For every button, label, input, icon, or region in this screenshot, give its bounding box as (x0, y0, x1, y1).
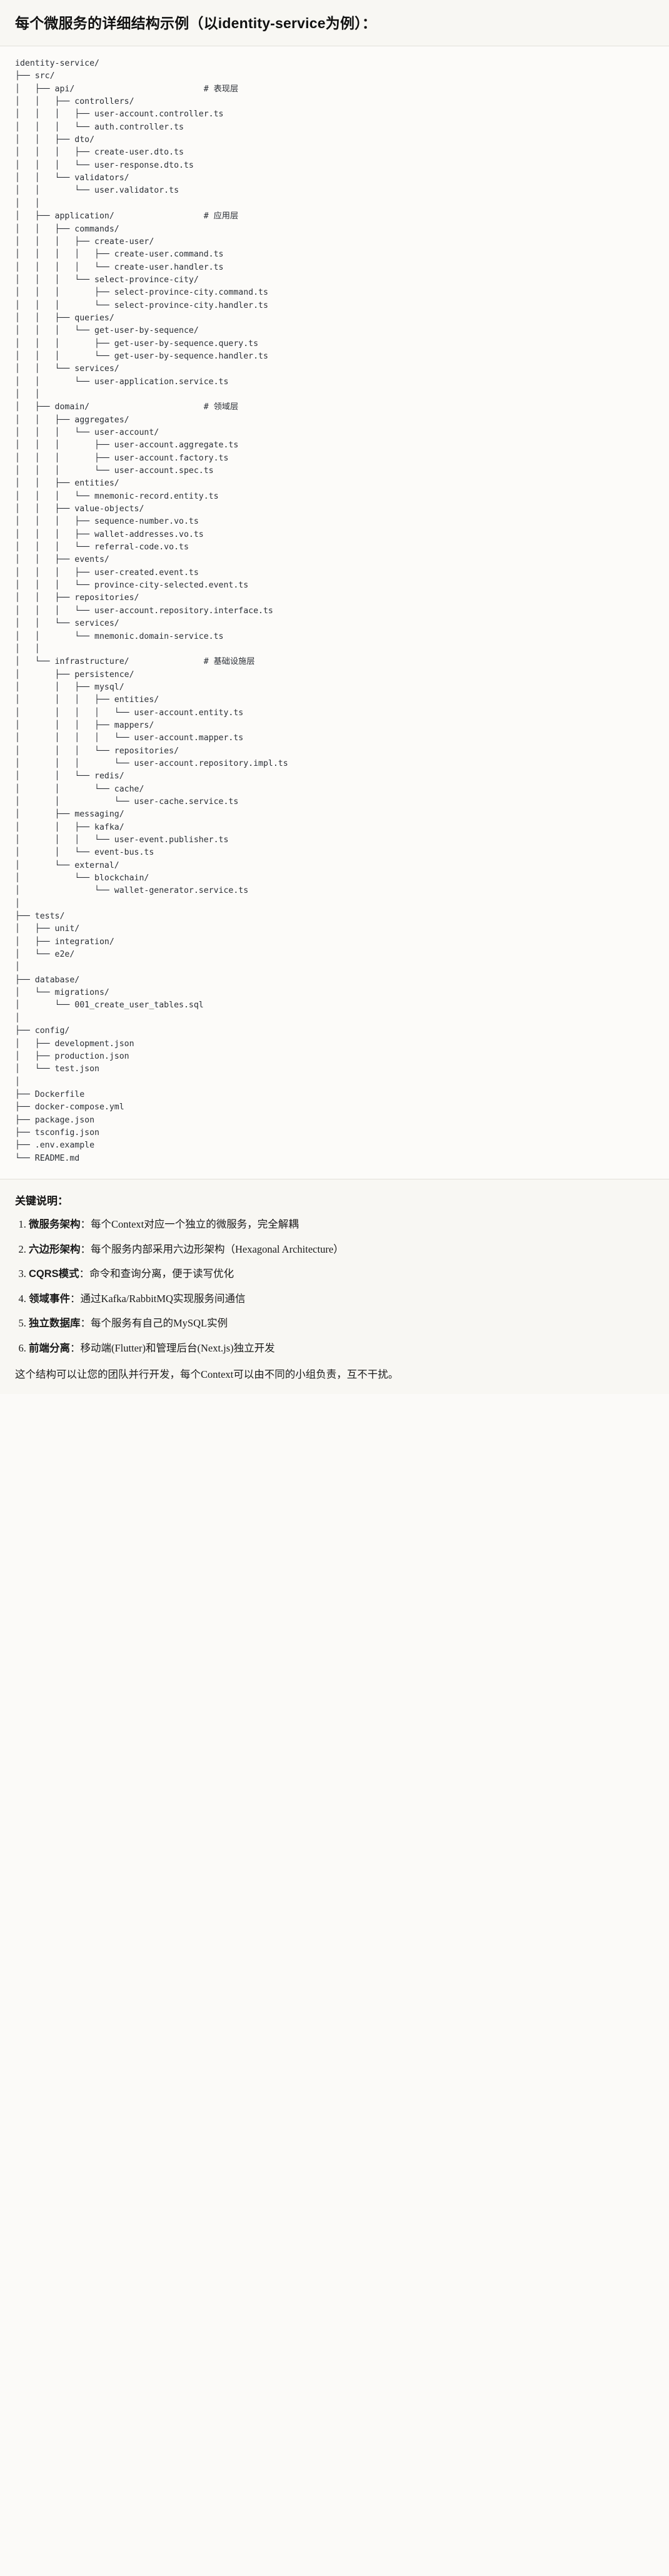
document-root: 每个微服务的详细结构示例（以identity-service为例）： ident… (0, 0, 669, 1394)
key-note-separator: ： (70, 1292, 81, 1305)
key-note-separator: ： (80, 1243, 91, 1255)
key-notes-section: 关键说明： 微服务架构：每个Context对应一个独立的微服务，完全解耦六边形架… (0, 1179, 669, 1394)
page-header: 每个微服务的详细结构示例（以identity-service为例）： (0, 0, 669, 47)
key-note-description: 每个Context对应一个独立的微服务，完全解耦 (91, 1218, 299, 1230)
key-note-separator: ： (80, 1218, 91, 1230)
key-note-description: 每个服务内部采用六边形架构（Hexagonal Architecture） (91, 1243, 344, 1255)
key-note-item: 六边形架构：每个服务内部采用六边形架构（Hexagonal Architectu… (29, 1241, 654, 1258)
key-note-separator: ： (79, 1268, 90, 1280)
key-note-item: 领域事件：通过Kafka/RabbitMQ实现服务间通信 (29, 1291, 654, 1308)
key-note-item: 微服务架构：每个Context对应一个独立的微服务，完全解耦 (29, 1216, 654, 1233)
key-note-item: CQRS模式：命令和查询分离，便于读写优化 (29, 1266, 654, 1283)
key-note-term: 六边形架构 (29, 1243, 81, 1255)
key-notes-list: 微服务架构：每个Context对应一个独立的微服务，完全解耦六边形架构：每个服务… (15, 1216, 654, 1357)
key-note-term: CQRS模式 (29, 1268, 79, 1280)
key-note-description: 移动端(Flutter)和管理后台(Next.js)独立开发 (80, 1341, 275, 1354)
key-note-term: 前端分离 (29, 1342, 70, 1354)
key-note-term: 领域事件 (29, 1293, 70, 1305)
key-note-description: 命令和查询分离，便于读写优化 (89, 1268, 234, 1280)
key-note-item: 独立数据库：每个服务有自己的MySQL实例 (29, 1315, 654, 1332)
key-note-description: 通过Kafka/RabbitMQ实现服务间通信 (80, 1292, 246, 1305)
key-note-term: 独立数据库 (29, 1318, 81, 1330)
key-note-item: 前端分离：移动端(Flutter)和管理后台(Next.js)独立开发 (29, 1340, 654, 1357)
key-note-separator: ： (80, 1317, 91, 1330)
key-note-description: 每个服务有自己的MySQL实例 (91, 1317, 228, 1330)
key-notes-heading: 关键说明： (15, 1194, 68, 1207)
key-note-term: 微服务架构 (29, 1218, 81, 1230)
key-note-separator: ： (70, 1341, 81, 1354)
directory-tree-block: identity-service/ ├── src/ │ ├── api/ # … (0, 46, 669, 1179)
directory-tree: identity-service/ ├── src/ │ ├── api/ # … (15, 59, 288, 1163)
closing-paragraph: 这个结构可以让您的团队并行开发，每个Context可以由不同的小组负责，互不干扰… (15, 1368, 399, 1381)
page-title: 每个微服务的详细结构示例（以identity-service为例）： (15, 15, 377, 31)
